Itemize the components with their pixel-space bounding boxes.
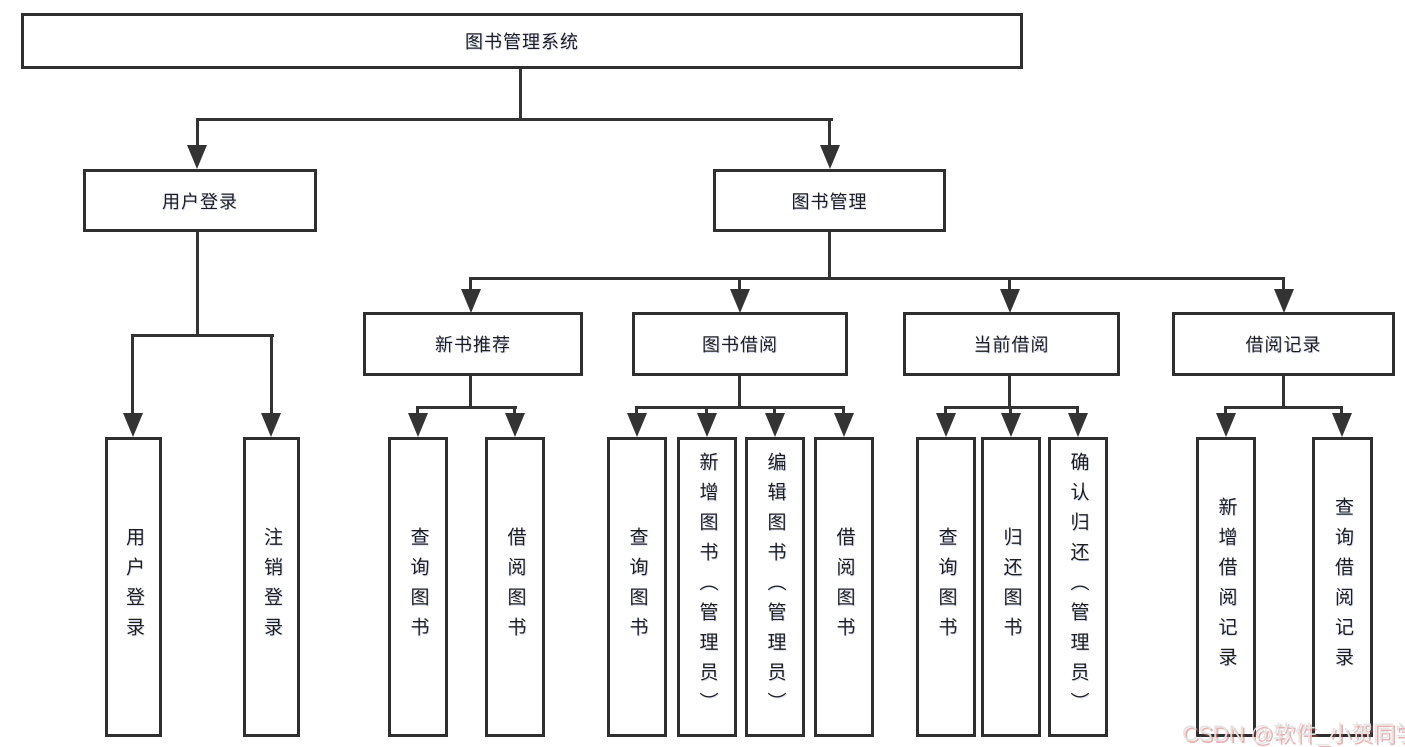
leaf-edit-book-admin: 编辑图书（管理员） [745,437,805,737]
connector-stem-leaf [842,406,845,418]
leaf-edit-book-label: 编辑图书（管理员） [764,452,786,722]
leaf-query-book-current: 查询图书 [916,437,976,737]
connector-stem-leaf [416,406,419,418]
leaf-confirm-return-admin: 确认归还（管理员） [1048,437,1108,737]
arrowhead-down-icon [261,413,281,437]
leaf-query-borrow-record-label: 查询借阅记录 [1332,497,1353,677]
node-book-borrow-label: 图书借阅 [702,335,778,355]
connector-user-login-stem [196,232,199,337]
node-borrow-records-label: 借阅记录 [1245,335,1322,355]
node-user-login: 用户登录 [83,169,317,232]
connector-stem-user-login [196,118,199,148]
leaf-add-borrow-record: 新增借阅记录 [1196,437,1256,737]
arrowhead-down-icon [505,413,525,437]
csdn-watermark: CSDN @软件_小贺同学 [1182,721,1405,746]
connector-level3-rail [469,277,1285,280]
arrowhead-down-icon [123,413,143,437]
node-user-login-label: 用户登录 [162,191,238,212]
connector-rail [1224,406,1343,409]
arrowhead-down-icon [820,145,840,169]
connector-stem-level3 [1008,277,1011,292]
node-root-label: 图书管理系统 [465,32,579,52]
connector-stem-leaf [635,406,638,418]
leaf-borrow-book: 借阅图书 [814,437,874,737]
arrowhead-down-icon [730,289,750,313]
connector-user-login-rail [131,334,274,337]
leaf-borrow-book-recommend: 借阅图书 [485,437,545,737]
node-current-borrow-label: 当前借阅 [973,335,1050,355]
arrowhead-down-icon [461,289,481,313]
connector-book-mgmt-stem [828,232,831,280]
connector-rail [635,406,845,409]
connector-stem [1282,376,1285,409]
connector-stem-leaf [1009,406,1012,418]
arrowhead-down-icon [1332,413,1352,437]
node-book-borrow: 图书借阅 [632,312,848,376]
node-book-management: 图书管理 [713,169,946,232]
node-borrow-records: 借阅记录 [1172,312,1395,376]
connector-stem [1008,376,1011,409]
arrowhead-down-icon [936,413,956,437]
leaf-user-login-label: 用户登录 [123,527,144,647]
leaf-user-login: 用户登录 [105,437,162,737]
arrowhead-down-icon [1001,413,1021,437]
arrowhead-down-icon [1216,413,1236,437]
arrowhead-down-icon [408,413,428,437]
leaf-borrow-book-label: 借阅图书 [833,527,855,647]
leaf-add-book-admin: 新增图书（管理员） [677,437,737,737]
connector-stem [469,376,472,409]
connector-stem-level3 [1282,277,1285,292]
leaf-logout: 注销登录 [243,437,300,737]
leaf-borrow-book-label: 借阅图书 [504,527,526,647]
leaf-add-borrow-record-label: 新增借阅记录 [1215,497,1237,677]
leaf-confirm-return-label: 确认归还（管理员） [1067,452,1089,722]
leaf-return-book-label: 归还图书 [1000,527,1022,647]
connector-stem-leaf [270,334,273,416]
connector-stem-level3 [738,277,741,292]
connector-root-stem [519,69,522,119]
arrowhead-down-icon [834,413,854,437]
leaf-query-book-label: 查询图书 [626,527,648,647]
arrowhead-down-icon [765,413,785,437]
connector-stem-level3 [469,277,472,292]
arrowhead-down-icon [1068,413,1088,437]
connector-stem-book-mgmt [828,118,831,148]
node-new-book-recommend-label: 新书推荐 [435,335,511,355]
connector-stem-leaf [1224,406,1227,418]
leaf-query-book-recommend: 查询图书 [388,437,448,737]
connector-level2-rail [196,118,833,121]
connector-stem-leaf [1340,406,1343,418]
leaf-query-book-label: 查询图书 [935,527,957,647]
connector-stem-leaf [513,406,516,418]
connector-stem-leaf [773,406,776,418]
connector-rail [416,406,517,409]
arrowhead-down-icon [187,145,207,169]
node-current-borrow: 当前借阅 [903,312,1120,376]
connector-stem [738,376,741,409]
connector-stem-leaf [944,406,947,418]
arrowhead-down-icon [627,413,647,437]
leaf-query-book-label: 查询图书 [407,527,429,647]
connector-stem-leaf [705,406,708,418]
leaf-return-book: 归还图书 [981,437,1041,737]
arrowhead-down-icon [1274,289,1294,313]
node-book-management-label: 图书管理 [791,191,868,212]
connector-stem-leaf [1076,406,1079,418]
arrowhead-down-icon [1000,289,1020,313]
leaf-query-borrow-record: 查询借阅记录 [1312,437,1373,737]
arrowhead-down-icon [697,413,717,437]
node-root-system: 图书管理系统 [21,13,1023,69]
leaf-query-book-borrow: 查询图书 [607,437,667,737]
leaf-logout-label: 注销登录 [261,527,282,647]
leaf-add-book-label: 新增图书（管理员） [696,452,718,722]
connector-stem-leaf [131,334,134,416]
node-new-book-recommend: 新书推荐 [363,312,583,376]
